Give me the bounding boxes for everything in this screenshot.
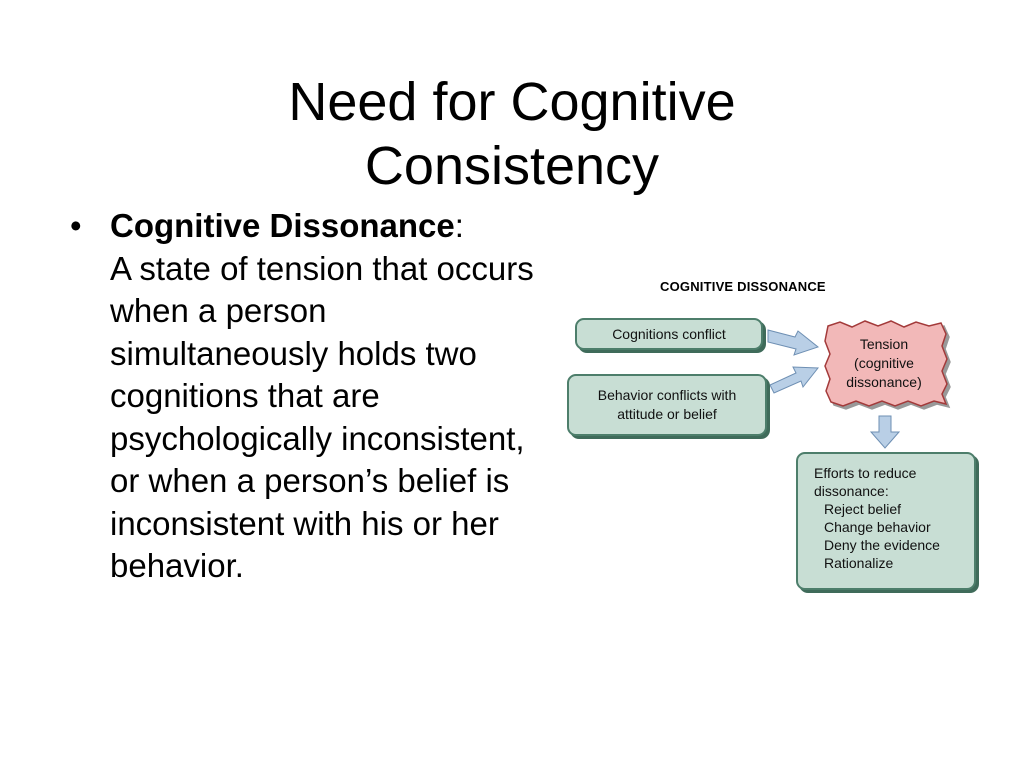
tension-line-1: Tension	[859, 335, 909, 352]
arrow-tension-to-efforts	[869, 415, 901, 449]
cognitions-conflict-box: Cognitions conflict	[575, 318, 763, 350]
tension-box: Tension (cognitive dissonance)	[824, 324, 944, 402]
slide-title-line-1: Need for Cognitive	[288, 72, 736, 132]
behavior-conflicts-box: Behavior conflicts with attitude or beli…	[567, 374, 767, 436]
bullet-colon: :	[454, 207, 464, 244]
tension-line-3: dissonance)	[846, 373, 922, 390]
behavior-conflicts-line-1: Behavior conflicts with	[597, 387, 737, 403]
efforts-item: Rationalize	[824, 555, 894, 571]
efforts-box: Efforts to reduce dissonance: Reject bel…	[796, 452, 976, 590]
efforts-item: Reject belief	[824, 501, 902, 517]
cognitive-dissonance-diagram: COGNITIVE DISSONANCE Cognitions conflict…	[560, 270, 1000, 610]
bullet-item: • Cognitive Dissonance: A state of tensi…	[70, 205, 550, 588]
arrow-conflict-to-tension	[767, 329, 820, 356]
bullet-term: Cognitive Dissonance	[110, 207, 455, 244]
bullet-marker: •	[70, 207, 82, 244]
efforts-item: Deny the evidence	[824, 537, 940, 553]
efforts-heading-line-2: dissonance:	[814, 483, 889, 499]
tension-line-2: (cognitive	[854, 354, 914, 371]
bullet-definition: A state of tension that occurs when a pe…	[110, 249, 534, 585]
efforts-item: Change behavior	[824, 519, 931, 535]
diagram-heading: COGNITIVE DISSONANCE	[660, 279, 826, 294]
tension-shape	[824, 320, 948, 407]
arrow-behavior-to-tension	[769, 366, 820, 394]
behavior-conflicts-line-2: attitude or belief	[617, 406, 717, 422]
bullet-text: Cognitive Dissonance: A state of tension…	[110, 205, 550, 588]
cognitions-conflict-label: Cognitions conflict	[612, 326, 726, 342]
efforts-heading-line-1: Efforts to reduce	[814, 465, 917, 481]
slide-title-line-2: Consistency	[364, 136, 660, 196]
slide-title: Need for Cognitive Consistency	[0, 70, 1024, 198]
diagram-arrows	[767, 320, 948, 449]
